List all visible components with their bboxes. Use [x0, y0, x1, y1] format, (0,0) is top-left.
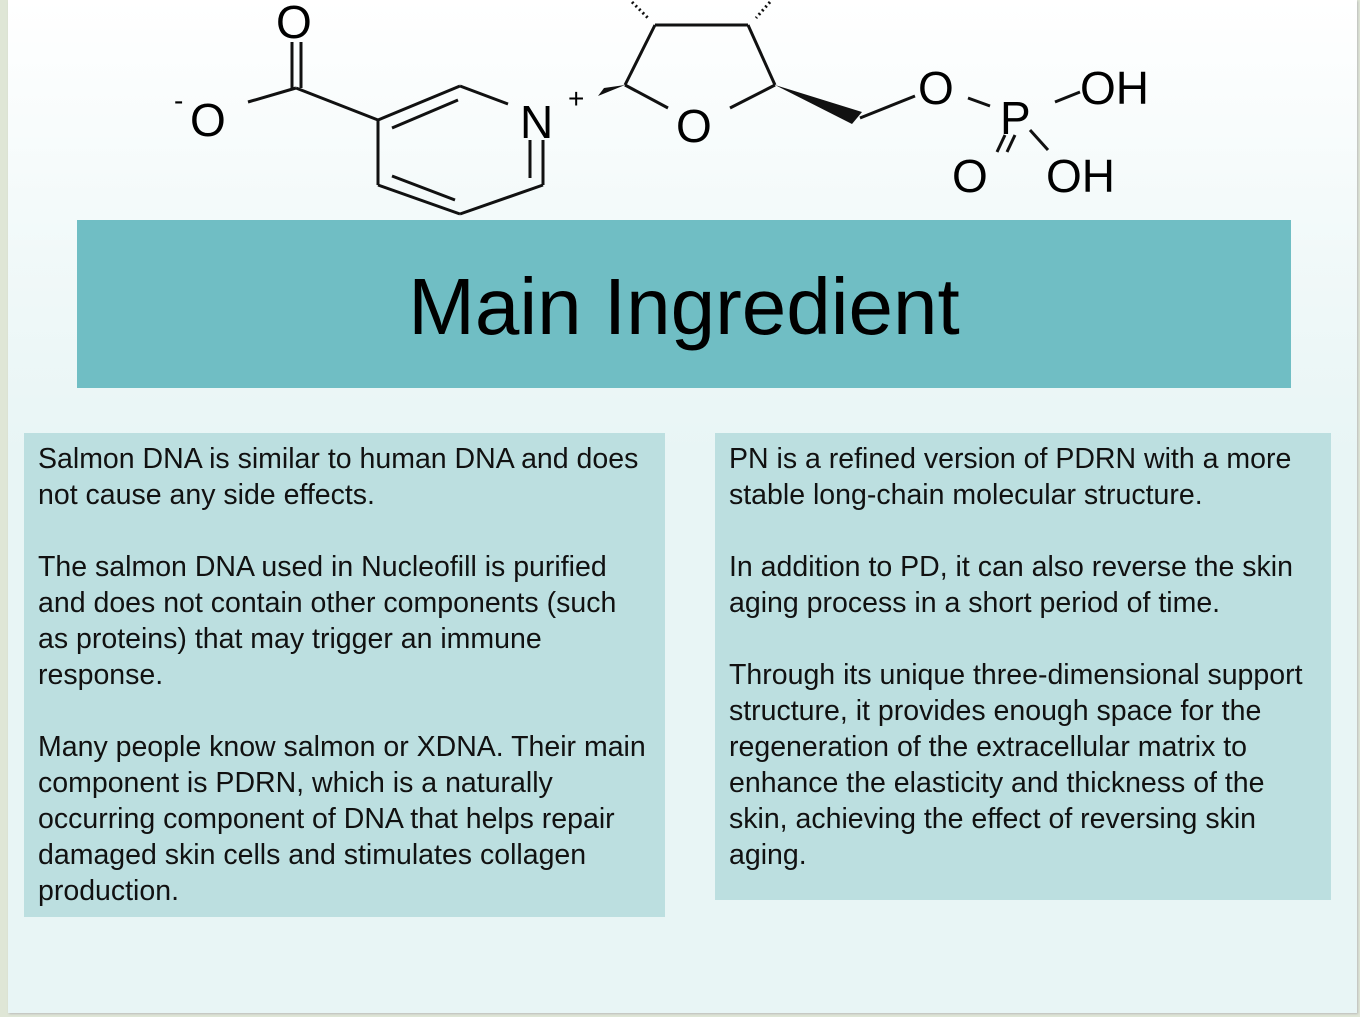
group-oh-2: OH [1046, 150, 1115, 202]
atom-o-double: O [952, 150, 988, 202]
paragraph: Many people know salmon or XDNA. Their m… [38, 731, 646, 907]
paragraph: Salmon DNA is similar to human DNA and d… [38, 443, 639, 511]
atom-n: N [520, 96, 553, 148]
charge-plus: + [568, 83, 584, 114]
paragraph: PN is a refined version of PDRN with a m… [729, 443, 1292, 511]
atom-o-top: O [276, 0, 312, 48]
molecule-diagram: O O - N + O O P OH O OH [174, 0, 1149, 216]
atom-o-ring: O [676, 100, 712, 152]
slide-title: Main Ingredient [408, 262, 960, 351]
paragraph: Through its unique three-dimensional sup… [729, 659, 1303, 871]
paragraph: The salmon DNA used in Nucleofill is pur… [38, 551, 617, 691]
left-text-box: Salmon DNA is similar to human DNA and d… [24, 433, 665, 917]
atom-p: P [1000, 92, 1031, 144]
group-oh-1: OH [1080, 62, 1149, 114]
atom-o-link: O [918, 62, 954, 114]
paragraph: In addition to PD, it can also reverse t… [729, 551, 1293, 619]
atom-o-minus: O [190, 94, 226, 146]
title-banner: Main Ingredient [77, 220, 1291, 388]
charge-minus: - [174, 85, 183, 116]
right-text-box: PN is a refined version of PDRN with a m… [715, 433, 1331, 900]
